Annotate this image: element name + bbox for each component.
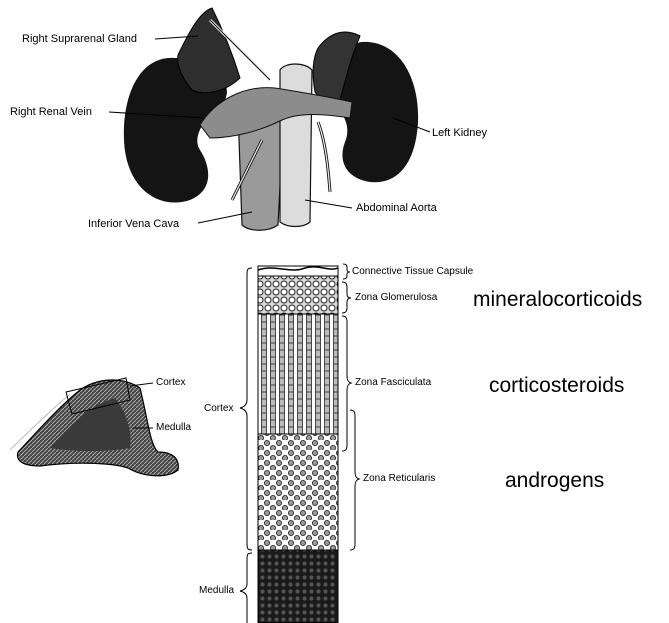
- fasciculata-layer: [258, 314, 338, 434]
- reticularis-layer: [258, 434, 338, 550]
- gland-section-drawing: [10, 378, 178, 476]
- abdominal-aorta: [280, 64, 312, 227]
- medulla-layer: [258, 550, 338, 623]
- label-right-renal-vein: Right Renal Vein: [10, 106, 92, 118]
- hormone-mineralocorticoids: mineralocorticoids: [473, 288, 642, 312]
- right-suprarenal-gland: [178, 8, 240, 93]
- label-abdominal-aorta: Abdominal Aorta: [356, 202, 437, 214]
- label-inferior-vena-cava: Inferior Vena Cava: [88, 218, 179, 230]
- label-zona-glomerulosa: Zona Glomerulosa: [355, 292, 437, 304]
- label-section-medulla: Medulla: [156, 422, 191, 434]
- label-section-cortex: Cortex: [156, 377, 185, 389]
- hormone-androgens: androgens: [505, 469, 604, 493]
- label-connective-tissue-capsule: Connective Tissue Capsule: [352, 266, 473, 278]
- label-right-suprarenal-gland: Right Suprarenal Gland: [22, 33, 137, 45]
- label-cortex-bracket: Cortex: [204, 403, 233, 415]
- hormone-corticosteroids: corticosteroids: [489, 374, 624, 398]
- label-zona-fasciculata: Zona Fasciculata: [355, 377, 431, 389]
- label-zona-reticularis: Zona Reticularis: [363, 473, 435, 485]
- label-medulla-bracket: Medulla: [199, 585, 234, 597]
- label-left-kidney: Left Kidney: [432, 127, 487, 139]
- histology-column: [258, 266, 338, 623]
- glomerulosa-layer: [258, 276, 338, 314]
- kidneys-vessels-drawing: [124, 8, 418, 230]
